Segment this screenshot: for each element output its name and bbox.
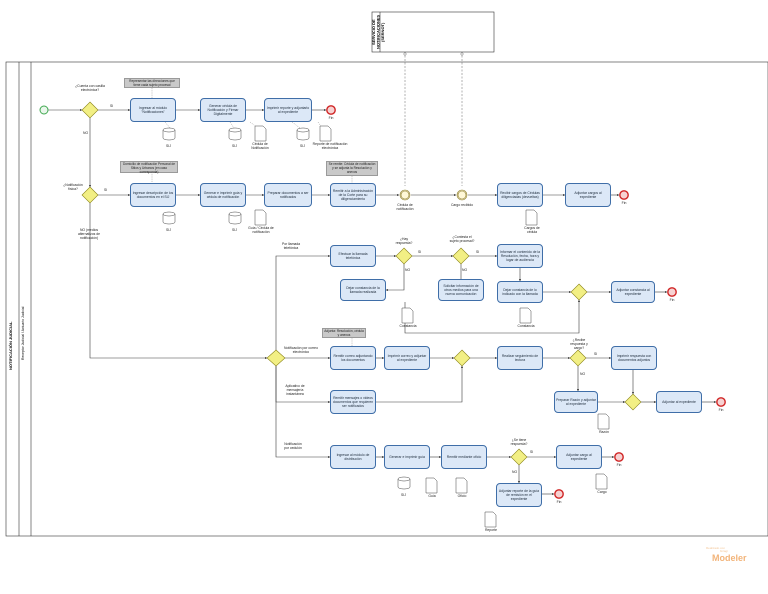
pool-title: NOTIFICACIÓN JUDICIAL (8, 321, 13, 370)
task-preparar-razon[interactable]: Preparar Razón y adjuntar al expediente (554, 391, 598, 413)
annotation-3: Se remite: Cédula de notificación y se a… (326, 161, 378, 176)
task-remitir-oficio[interactable]: Remitir mediante oficio (441, 445, 487, 469)
gateway-label-6: ¿Se tiene respuesta? (510, 438, 528, 446)
data-store-label-3: SIJ (300, 144, 305, 148)
gateway-label-5: ¿Recibe respuesta y cargo? (570, 338, 588, 350)
task-adjuntar-cargos[interactable]: Adjuntar cargos al expediente (565, 183, 611, 207)
document-label-cargos: Cargos de cédula (524, 226, 540, 234)
end-events (326, 105, 726, 499)
data-stores (162, 127, 411, 490)
end-event-label-1: Fin (328, 116, 334, 120)
documents (254, 125, 610, 528)
lane-title: Receptor Judicial / Actuario Judicial (21, 306, 25, 360)
task-generar-guia[interactable]: Generar e imprimir guía (384, 445, 430, 469)
data-store-label-6: SIJ (401, 493, 406, 497)
task-dejar-constancia-indicado[interactable]: Dejar constancia de lo indicado con la l… (497, 281, 543, 303)
flow-si-5: SI (594, 352, 598, 356)
watermark-brand: bizagi (720, 549, 728, 553)
gateways (81, 101, 642, 466)
end-event-label-3: Fin (669, 298, 675, 302)
task-ingresar-distribucion[interactable]: Ingresar al módulo de distribución (330, 445, 376, 469)
start-event (39, 105, 49, 115)
task-ingresar-descripcion[interactable]: Ingresar descripción de los documentos e… (130, 183, 176, 207)
task-recibir-cargos[interactable]: Recibir cargos de Cédulas diligenciadas … (497, 183, 543, 207)
task-informar-contenido[interactable]: Informar el contenido de la Resolución, … (497, 244, 543, 268)
flow-si-2: SI (104, 188, 108, 192)
data-store-label-1: SIJ (166, 144, 171, 148)
end-event-label-5: Fin (616, 463, 622, 467)
task-imprimir-correo[interactable]: Imprimir correo y adjuntar al expediente (384, 346, 430, 370)
document-label-cargo: Cargo (597, 490, 607, 494)
annotation-1: Representar las direcciones que tiene ca… (124, 78, 180, 88)
task-remitir-mensajes[interactable]: Remitir mensajes o videos documentos que… (330, 390, 376, 414)
task-preparar-documentos[interactable]: Preparar documentos a ser notificados (264, 183, 312, 207)
flow-si-6: SI (530, 450, 534, 454)
watermark-small: Realizado con (706, 546, 726, 550)
flow-no-4: NO (462, 268, 468, 272)
branch-label-1: Por llamada telefónica (281, 242, 301, 250)
document-label-razon: Razón (599, 430, 609, 434)
branch-label-4: Notificación por cedulón (284, 442, 302, 450)
end-event-label-6: Fin (556, 500, 562, 504)
flow-no-2: NO (medios alternativos de notificación) (77, 228, 101, 240)
end-event-label-2: Fin (621, 201, 627, 205)
flow-no-3: NO (405, 268, 411, 272)
flow-si-1: SI (110, 104, 114, 108)
task-adjuntar-cargo[interactable]: Adjuntar cargo al expediente (556, 445, 602, 469)
task-efectuar-llamada[interactable]: Efectuar la llamada telefónica (330, 245, 376, 267)
external-pool (371, 11, 495, 53)
external-pool-title: SERVICIO DE NOTIFICACIONES (SERNOT) (371, 14, 385, 50)
gateway-label-1: ¿Cuenta con casilla electrónica? (75, 84, 105, 92)
task-adjuntar-expediente[interactable]: Adjuntar al expediente (656, 391, 702, 413)
data-store-label-5: SIJ (232, 228, 237, 232)
flow-si-4: SI (476, 250, 480, 254)
gateway-label-2: ¿Notificación física? (63, 183, 83, 191)
intermediate-events (399, 189, 468, 201)
flow-si-3: SI (418, 250, 422, 254)
document-label-oficio: Oficio (457, 494, 467, 498)
bizagi-watermark: Realizado con bizagi Modeler (706, 546, 750, 566)
intermediate-event-label-2: Cargo recibido (450, 203, 474, 207)
end-event-label-4: Fin (718, 408, 724, 412)
task-seguimiento-lectura[interactable]: Realizar seguimiento de lectura (497, 346, 543, 370)
task-imprimir-reporte[interactable]: Imprimir reporte y adjuntarlo al expedie… (264, 98, 312, 122)
task-imprimir-respuesta[interactable]: Imprimir respuesta con documentos adjunt… (611, 346, 657, 370)
task-ingresar-modulo-notificaciones[interactable]: Ingresar al módulo "Notificaciones" (130, 98, 176, 122)
document-label-cedula: Cédula de Notificación (251, 142, 269, 150)
gateway-label-3: ¿Hay respuesta? (395, 237, 413, 245)
task-solicitar-informacion[interactable]: Solicitar información de otros medios pa… (438, 279, 484, 301)
branch-label-2: Notificación por correo electrónico (284, 346, 318, 354)
task-remitir-correo[interactable]: Remitir correo adjuntando los documentos (330, 346, 376, 370)
gateway-label-4: ¿Contesta el sujeto procesal? (449, 235, 475, 243)
task-adjuntar-constancia[interactable]: Adjuntar constancia al expediente (611, 281, 655, 303)
data-store-label-4: SIJ (166, 228, 171, 232)
document-label-guia: Guía (428, 494, 436, 498)
document-label-guia-cedula: Guía / Cédula de notificación (248, 226, 274, 234)
document-label-reporte: Reporte (484, 528, 498, 532)
task-dejar-constancia-llamada[interactable]: Dejar constancia de la llamada realizada (340, 279, 386, 301)
document-label-reporte-electronica: Reporte de notificación electrónica (312, 142, 348, 150)
branch-label-3: Aplicativo de mensajería instantánea (285, 384, 305, 396)
flow-no-5: NO (580, 372, 586, 376)
task-generar-guia-cedula[interactable]: Generar e imprimir guía y cédula de noti… (200, 183, 246, 207)
annotation-4: Adjunta: Resolución, cédula y anexos (322, 328, 366, 338)
data-store-label-2: SIJ (232, 144, 237, 148)
task-adjuntar-reporte-guia[interactable]: Adjuntar reporte de la guía de remisión … (496, 483, 542, 507)
document-label-constancia-1: Constancia (399, 324, 417, 328)
watermark-modeler: Modeler (712, 553, 747, 563)
document-label-constancia-2: Constancia (517, 324, 535, 328)
flow-no-6: NO (512, 470, 518, 474)
intermediate-event-label-1: Cédula de notificación (396, 203, 414, 211)
task-remitir-administracion[interactable]: Remitir a la Administración de la Corte … (330, 183, 376, 207)
flow-no-1: NO (83, 131, 89, 135)
annotation-2: Domicilio de notificación Personal de Si… (120, 161, 178, 173)
task-generar-cedula[interactable]: Generar cédula de Notificación y Firmar … (200, 98, 246, 122)
